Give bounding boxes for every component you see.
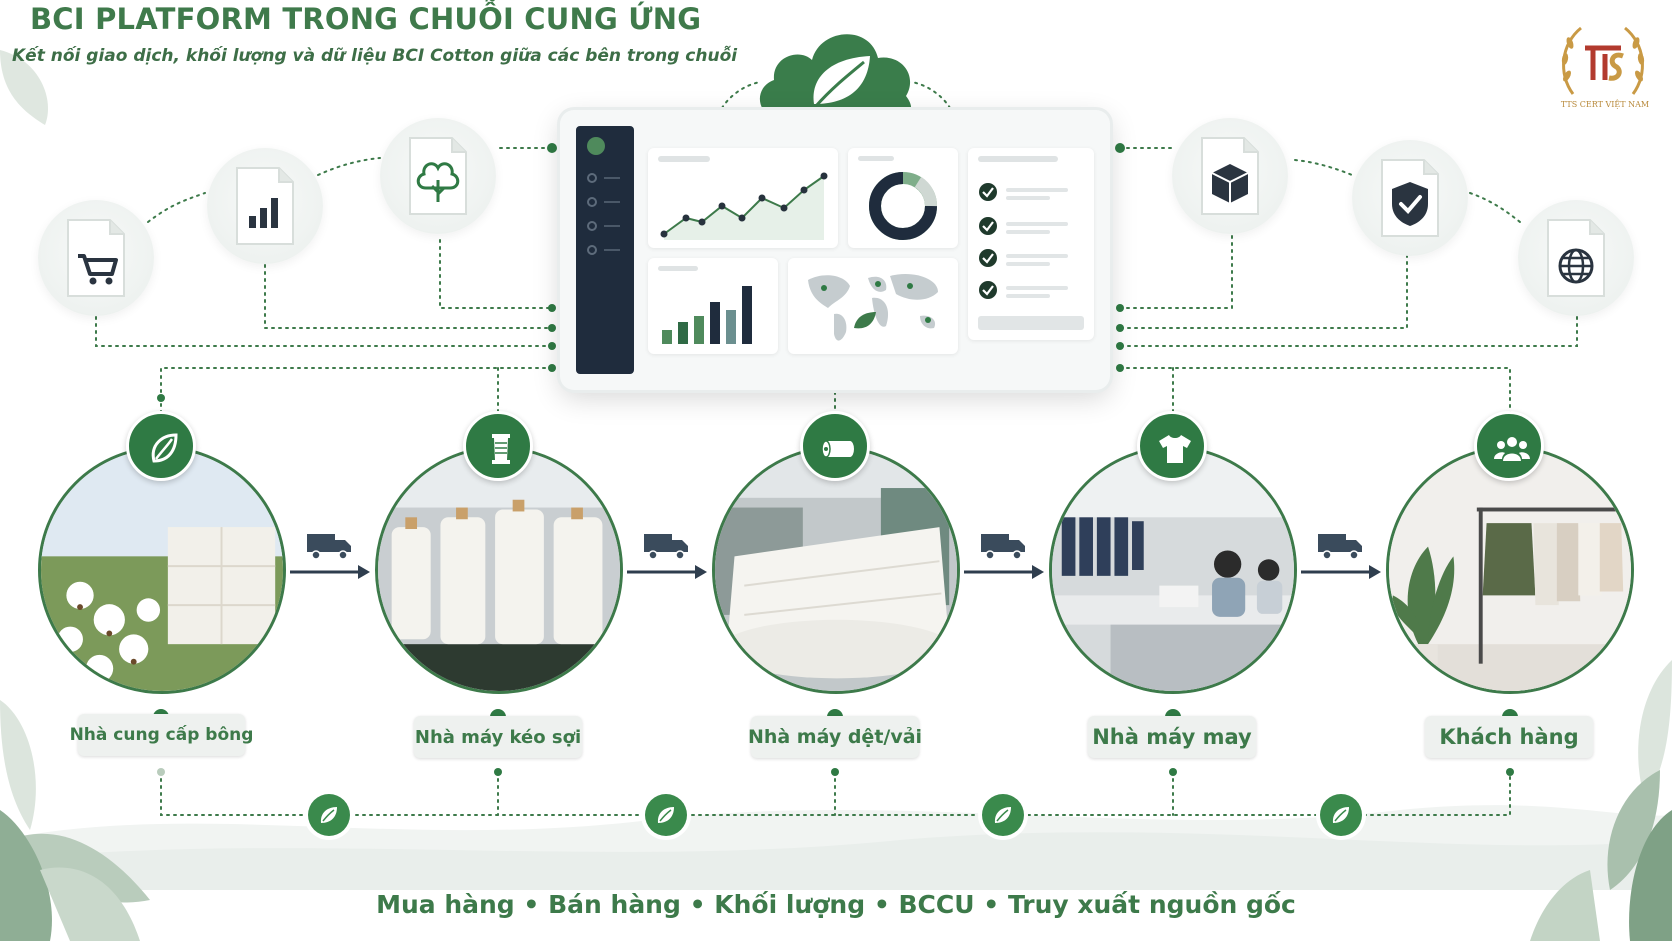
page-subtitle: Kết nối giao dịch, khối lượng và dữ liệu… (12, 46, 738, 66)
dashboard-checklist (968, 148, 1094, 340)
truck-icon (981, 534, 1025, 560)
stage-1-badge (126, 411, 196, 481)
stage-label-spinning-mill: Nhà máy kéo sợi (414, 716, 582, 758)
footer-leaf-badge (982, 794, 1024, 836)
decorative-leaves-bottom-left (0, 700, 150, 941)
dashboard-bar-chart (648, 258, 778, 354)
stage-5-image (1386, 446, 1634, 694)
tshirt-icon (1159, 435, 1191, 463)
stage-2-image (375, 446, 623, 694)
leaf-icon (994, 807, 1011, 823)
globe-icon (1547, 219, 1605, 297)
dashboard-screen (560, 110, 1110, 390)
doc-cotton-plant[interactable] (380, 118, 496, 234)
sidebar-menu-icons (587, 137, 620, 255)
stage-label-garment-factory: Nhà máy may (1088, 716, 1256, 758)
stage-2-badge (463, 411, 533, 481)
fabric-roll-icon (821, 440, 854, 458)
leaf-icon (151, 433, 178, 463)
doc-shopping-cart[interactable] (38, 200, 154, 316)
dashboard-line-chart (648, 148, 838, 248)
dashboard-sidebar (576, 126, 634, 374)
cotton-plant-icon (409, 137, 467, 215)
clothing-rack-scene (1389, 449, 1631, 691)
stage-4-image (1049, 446, 1297, 694)
stage-label-cotton-supplier: Nhà cung cấp bông (70, 714, 253, 756)
stage-3-image (712, 446, 960, 694)
bar-chart-icon (236, 167, 294, 245)
cotton-field-scene (41, 449, 283, 691)
stage-3-badge (800, 411, 870, 481)
footer-leaf-badge (645, 794, 687, 836)
stage-4-badge (1137, 411, 1207, 481)
flow-arrow (627, 565, 707, 579)
footer-leaf-badge (1320, 794, 1362, 836)
package-box-icon (1201, 137, 1259, 215)
background-hills (0, 805, 1672, 890)
truck-icon (644, 534, 688, 560)
stage-label-weaving-mill: Nhà máy dệt/vải (748, 716, 922, 758)
shield-check-icon (1381, 159, 1439, 237)
cloud-leaf-icon (759, 34, 912, 120)
stage-label-customer: Khách hàng (1425, 716, 1593, 758)
flow-arrow (290, 565, 370, 579)
shopping-cart-icon (67, 219, 125, 297)
page-title: BCI PLATFORM TRONG CHUỖI CUNG ỨNG (30, 2, 702, 36)
stage-5-badge (1474, 411, 1544, 481)
doc-package-box[interactable] (1172, 118, 1288, 234)
leaf-icon (1332, 807, 1349, 823)
spool-icon (492, 434, 510, 464)
spinning-mill-scene (378, 449, 620, 691)
truck-icon (1318, 534, 1362, 560)
decorative-leaves-top-left (0, 50, 48, 125)
leaf-icon (320, 807, 337, 823)
leaf-icon (657, 807, 674, 823)
footer-leaf-badge (308, 794, 350, 836)
flow-arrow (964, 565, 1044, 579)
doc-globe[interactable] (1518, 200, 1634, 316)
garment-factory-scene (1052, 449, 1294, 691)
truck-icon (307, 534, 351, 560)
footer-tagline: Mua hàng • Bán hàng • Khối lượng • BCCU … (376, 890, 1296, 919)
dashboard-world-map (788, 258, 958, 354)
doc-shield-check[interactable] (1352, 140, 1468, 256)
flow-arrow (1301, 565, 1381, 579)
stage-1-image (38, 446, 286, 694)
doc-bar-chart[interactable] (207, 148, 323, 264)
logo-caption: TTS CERT VIỆT NAM (1560, 100, 1650, 109)
tts-cert-logo (1561, 26, 1645, 95)
dashboard-donut-chart (848, 148, 958, 248)
weaving-mill-scene (715, 449, 957, 691)
decorative-leaves-bottom-right (1530, 660, 1672, 941)
people-icon (1494, 437, 1530, 461)
